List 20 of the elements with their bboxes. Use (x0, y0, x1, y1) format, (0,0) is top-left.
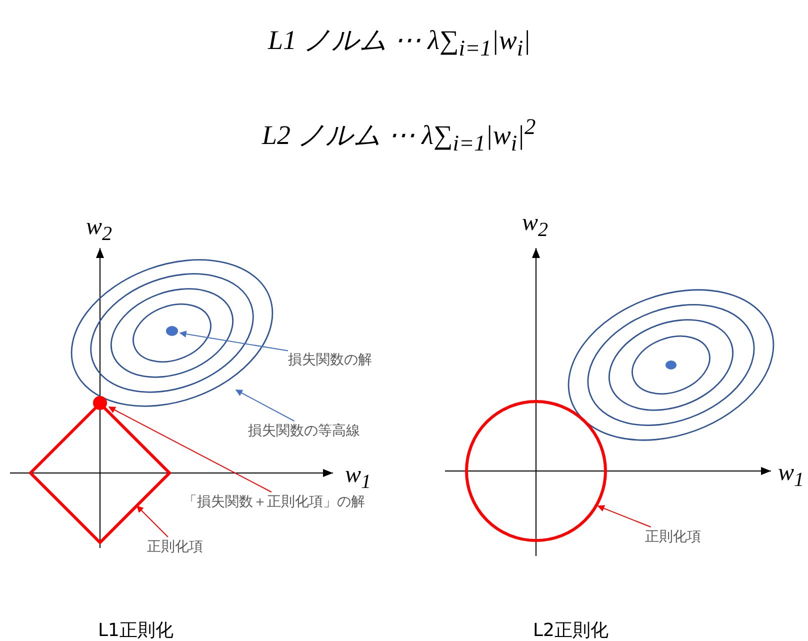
minimum-point (166, 326, 178, 336)
constraint-circle (465, 400, 607, 542)
panel-caption: L1正則化 (98, 619, 174, 641)
axis-label: w$_{2}$ (522, 210, 548, 242)
annotation-text: 正則化項 (645, 527, 707, 547)
formula: L1 ノルム ⋯ λ∑$_{i=1}$|w$_{i}$| (268, 24, 531, 62)
axis-label: w$_{1}$ (345, 462, 372, 494)
leader-line (235, 390, 295, 422)
annotation-text: 「損失関数＋正則化項」の解 (183, 492, 398, 512)
axis-label: w$_{1}$ (778, 460, 804, 492)
leader-line (136, 506, 168, 538)
axis-label: w$_{2}$ (86, 214, 112, 246)
leader-line (179, 330, 288, 352)
formula: L2 ノルム ⋯ λ∑$_{i=1}$|w$_{i}$|$^{2}$ (262, 114, 536, 156)
annotation-text: 正則化項 (147, 537, 209, 557)
annotation-text: 損失関数の等高線 (248, 421, 378, 441)
panel-caption: L2正則化 (533, 619, 608, 641)
annotation-text: 損失関数の解 (288, 350, 400, 370)
leader-line (108, 406, 272, 492)
leader-line (597, 505, 652, 528)
